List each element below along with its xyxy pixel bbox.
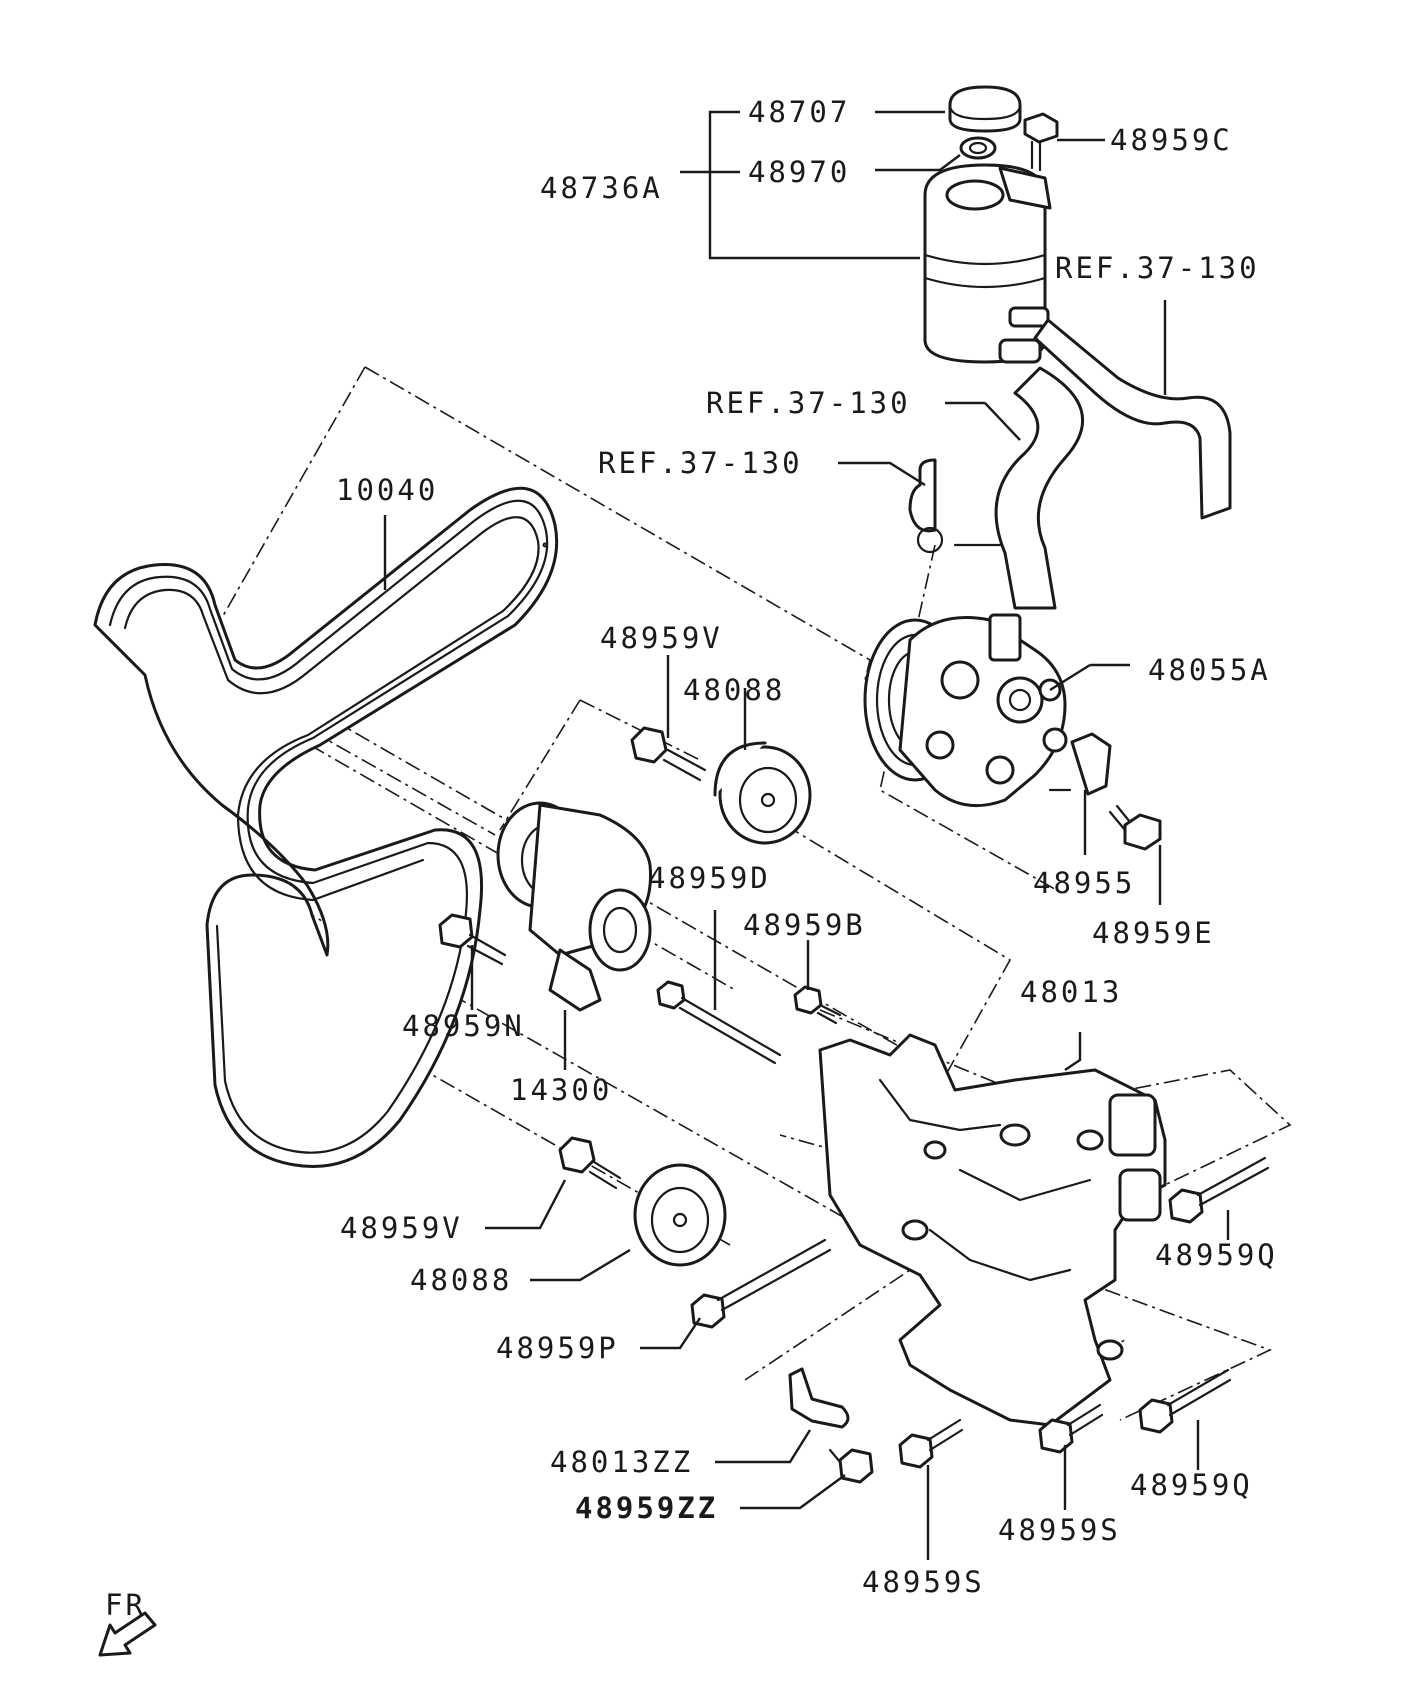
hose-clamp[interactable] (838, 458, 1002, 554)
label-ref-37-130-b: REF.37-130 (706, 386, 911, 420)
bolt-48959B[interactable] (793, 940, 842, 1025)
label-48707: 48707 (748, 95, 850, 129)
bolt-48959V-bottom[interactable] (485, 1136, 622, 1230)
bolt-48959V-top[interactable] (630, 655, 707, 782)
label-48736A: 48736A (540, 171, 663, 205)
reservoir-cap[interactable] (948, 85, 1022, 133)
label-48959Q-top: 48959Q (1155, 1238, 1278, 1272)
label-48959V-bottom: 48959V (340, 1211, 463, 1245)
label-48959ZZ: 48959ZZ (575, 1491, 718, 1525)
label-48970: 48970 (748, 155, 850, 189)
bolt-48959P[interactable] (640, 1238, 832, 1350)
label-48013ZZ: 48013ZZ (550, 1445, 693, 1479)
pump-mounting-bracket[interactable] (818, 1032, 1167, 1427)
bolt-48959ZZ[interactable] (740, 1448, 874, 1510)
label-48088-top: 48088 (683, 673, 785, 707)
power-steering-reservoir[interactable] (923, 163, 1052, 364)
pump-bracket-48955[interactable] (1048, 732, 1112, 855)
label-ref-37-130-c: REF.37-130 (598, 446, 803, 480)
bracket-48013ZZ[interactable] (715, 1367, 850, 1464)
power-steering-pump[interactable] (863, 613, 1130, 808)
label-48955: 48955 (1033, 866, 1135, 900)
belt-tensioner-14300[interactable] (496, 542, 653, 1070)
label-48088-bottom: 48088 (410, 1263, 512, 1297)
front-direction-arrow-icon (98, 1611, 157, 1657)
label-48959B: 48959B (743, 908, 866, 942)
label-48959N: 48959N (402, 1009, 525, 1043)
bolt-48959E[interactable] (1108, 804, 1162, 905)
pressure-hose[interactable] (945, 366, 1085, 610)
label-48959Q-bottom: 48959Q (1130, 1468, 1253, 1502)
drive-belt[interactable] (93, 486, 559, 1169)
bolt-48959Q-top[interactable] (1168, 1156, 1270, 1240)
idler-pulley-top[interactable] (713, 688, 812, 845)
bolt-48959D[interactable] (656, 910, 782, 1065)
bolt-48959S-bottom[interactable] (898, 1418, 964, 1560)
label-48959S-right: 48959S (998, 1513, 1121, 1547)
label-48959P: 48959P (496, 1331, 619, 1365)
label-48959S-bottom: 48959S (862, 1565, 985, 1599)
label-48959C: 48959C (1110, 123, 1233, 157)
bolt-48959C[interactable] (1023, 112, 1105, 172)
label-10040: 10040 (336, 473, 438, 507)
reservoir-o-ring[interactable] (959, 136, 997, 160)
return-hose[interactable] (1033, 300, 1232, 520)
idler-pulley-bottom[interactable] (530, 1163, 727, 1282)
label-14300: 14300 (510, 1073, 612, 1107)
bolt-48959Q-bottom[interactable] (1138, 1368, 1232, 1470)
part-labels: 48707 48970 48736A 48959C REF.37-130 REF… (105, 95, 1278, 1622)
label-48959E: 48959E (1092, 916, 1215, 950)
bolt-48959N[interactable] (438, 913, 507, 1010)
label-ref-37-130-a: REF.37-130 (1055, 251, 1260, 285)
label-fr: FR (105, 1588, 146, 1622)
label-48959V-top: 48959V (600, 621, 723, 655)
label-48013: 48013 (1020, 975, 1122, 1009)
reservoir-bracket-leader (680, 110, 961, 260)
label-48959D: 48959D (648, 861, 771, 895)
bolt-48959S-right[interactable] (1038, 1403, 1104, 1510)
label-48055A: 48055A (1148, 653, 1271, 687)
